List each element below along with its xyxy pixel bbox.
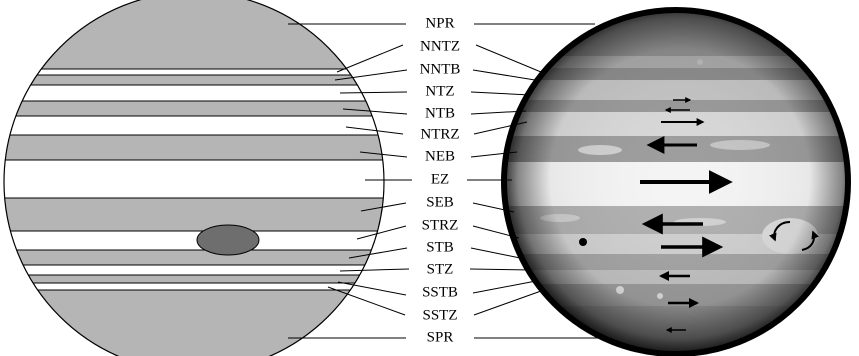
label-ez: EZ: [431, 171, 449, 187]
label-nntz: NNTZ: [420, 38, 460, 54]
jupiter-photo: [501, 7, 851, 356]
label-ntz: NTZ: [425, 83, 454, 99]
label-seb: SEB: [426, 194, 454, 210]
schematic-disk: [3, 0, 385, 356]
label-spr: SPR: [427, 329, 454, 345]
label-nntb: NNTB: [420, 61, 461, 77]
label-sstb: SSTB: [422, 284, 458, 300]
label-stz: STZ: [427, 261, 454, 277]
label-neb: NEB: [425, 148, 455, 164]
label-ntb: NTB: [425, 105, 455, 121]
band-labels: NPR NNTZ NNTB NTZ NTB NTRZ NEB EZ SEB ST…: [420, 15, 461, 345]
great-red-spot: [196, 224, 260, 256]
label-strz: STRZ: [422, 217, 459, 233]
label-ntrz: NTRZ: [420, 126, 459, 142]
label-npr: NPR: [425, 15, 454, 31]
label-sstz: SSTZ: [422, 307, 457, 323]
label-stb: STB: [426, 239, 454, 255]
leader-lines: [288, 23, 598, 339]
